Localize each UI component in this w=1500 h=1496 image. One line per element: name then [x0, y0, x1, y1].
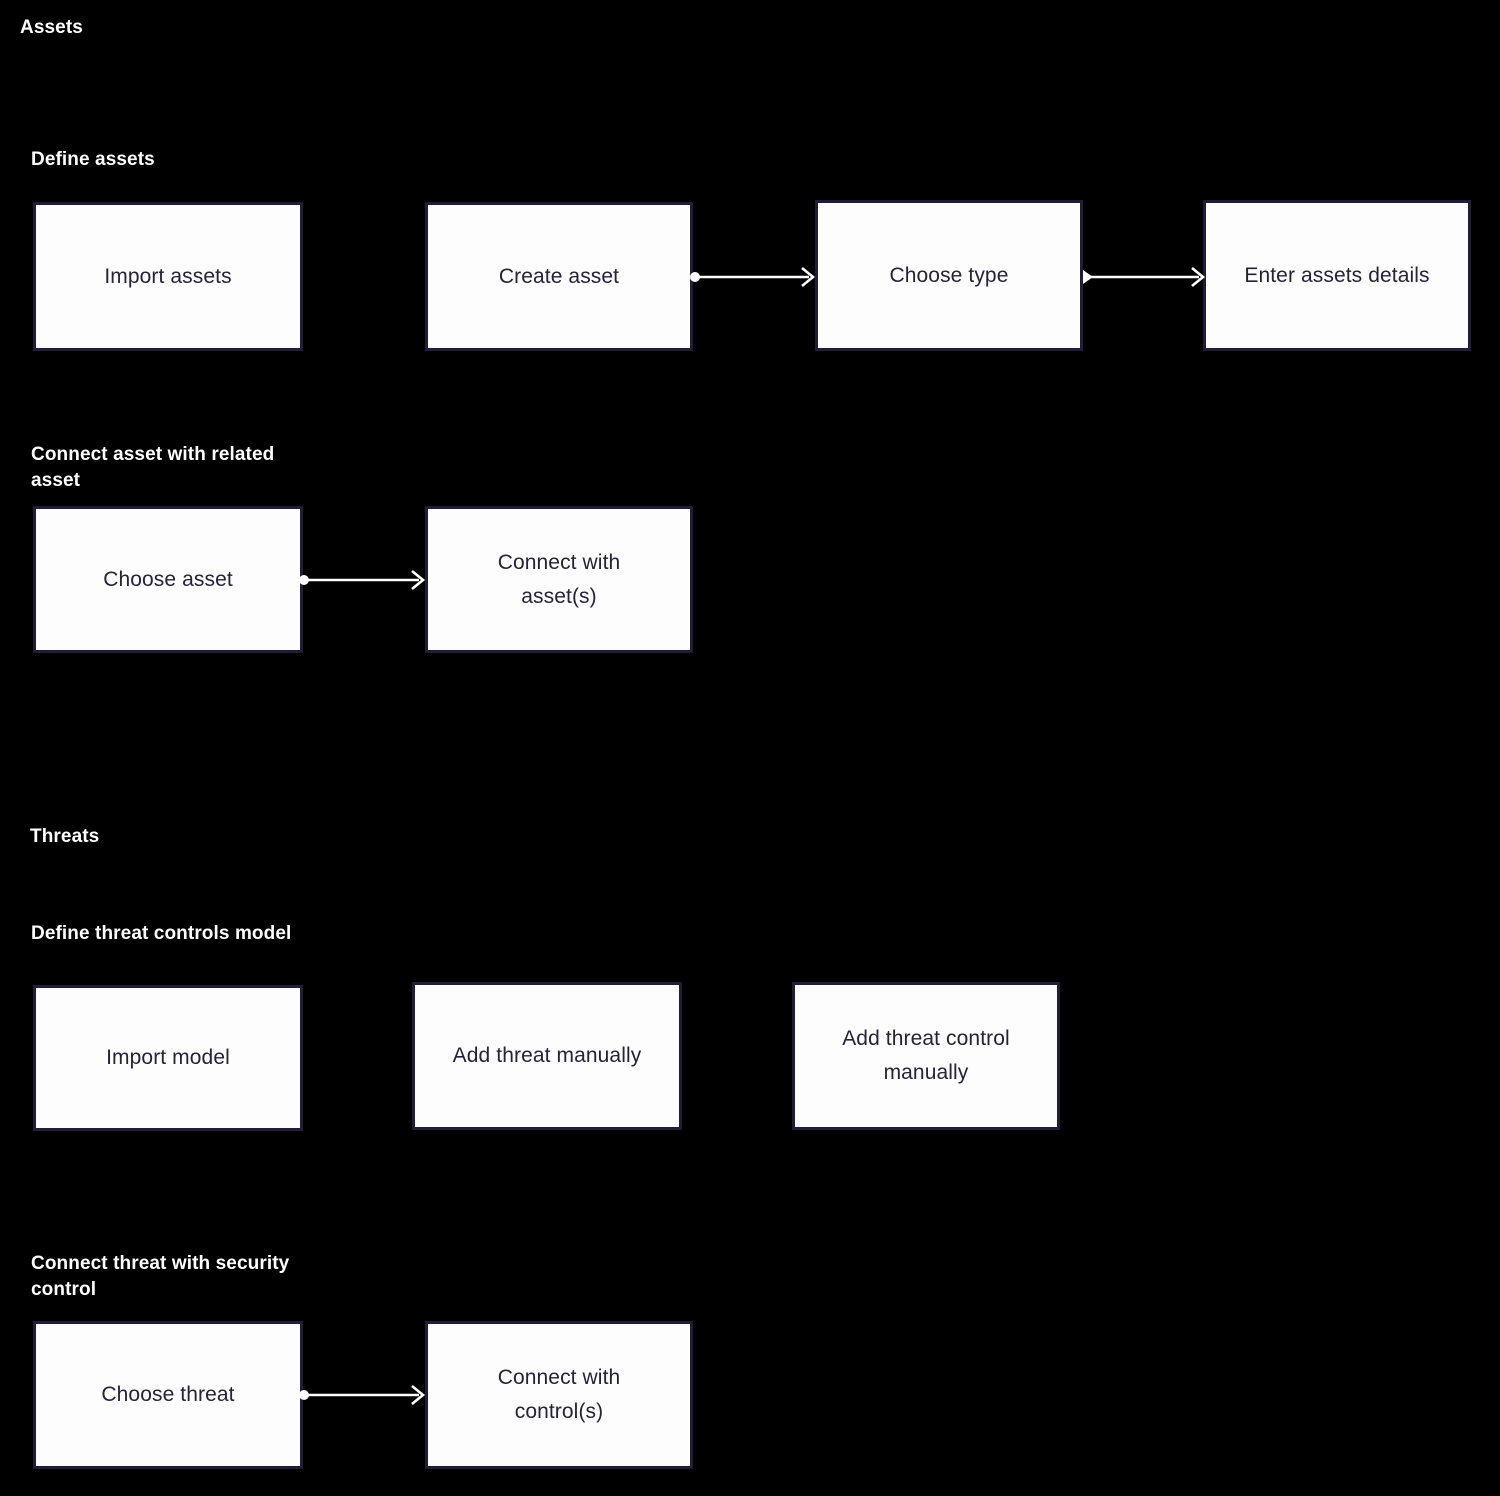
- group-title-connect-asset-with-related-asset: Connect asset with related asset: [31, 444, 275, 491]
- node-label-connect-with-assets: Connect with asset(s): [497, 550, 621, 608]
- node-add-threat-manually[interactable]: Add threat manually: [412, 982, 682, 1130]
- section-title-threats: Threats: [30, 826, 100, 847]
- node-label-connect-with-controls: Connect with control(s): [497, 1366, 621, 1423]
- connector-choose-threat-to-connect-with-controls: [299, 1384, 426, 1406]
- group-title-connect-threat-with-security-control: Connect threat with security control: [31, 1253, 290, 1300]
- node-import-model[interactable]: Import model: [33, 985, 303, 1131]
- node-label-import-assets: Import assets: [104, 264, 232, 288]
- node-enter-assets-details[interactable]: Enter assets details: [1203, 200, 1471, 351]
- node-add-threat-control-manually[interactable]: Add threat control manually: [792, 982, 1060, 1130]
- node-label-choose-threat: Choose threat: [101, 1383, 235, 1406]
- group-title-define-threat-controls-model: Define threat controls model: [31, 923, 292, 944]
- node-connect-with-controls[interactable]: Connect with control(s): [425, 1321, 693, 1469]
- connector-create-asset-to-choose-type: [690, 266, 816, 288]
- node-connect-with-assets[interactable]: Connect with asset(s): [425, 506, 693, 653]
- node-choose-threat[interactable]: Choose threat: [33, 1321, 303, 1469]
- node-label-add-threat-control-manually: Add threat control manually: [842, 1027, 1010, 1084]
- group-title-define-assets: Define assets: [31, 149, 155, 170]
- node-label-import-model: Import model: [106, 1046, 230, 1069]
- node-label-add-threat-manually: Add threat manually: [452, 1044, 642, 1067]
- node-label-enter-assets-details: Enter assets details: [1244, 263, 1430, 287]
- node-label-choose-asset: Choose asset: [103, 567, 233, 591]
- node-import-assets[interactable]: Import assets: [33, 202, 303, 351]
- node-choose-type[interactable]: Choose type: [815, 200, 1083, 351]
- connector-choose-asset-to-connect-with-assets: [299, 569, 426, 591]
- node-label-create-asset: Create asset: [498, 264, 620, 288]
- section-title-assets: Assets: [20, 17, 83, 38]
- connector-choose-type-to-enter-assets-details: [1083, 266, 1206, 288]
- node-create-asset[interactable]: Create asset: [425, 202, 693, 351]
- node-label-choose-type: Choose type: [889, 263, 1009, 287]
- node-choose-asset[interactable]: Choose asset: [33, 506, 303, 653]
